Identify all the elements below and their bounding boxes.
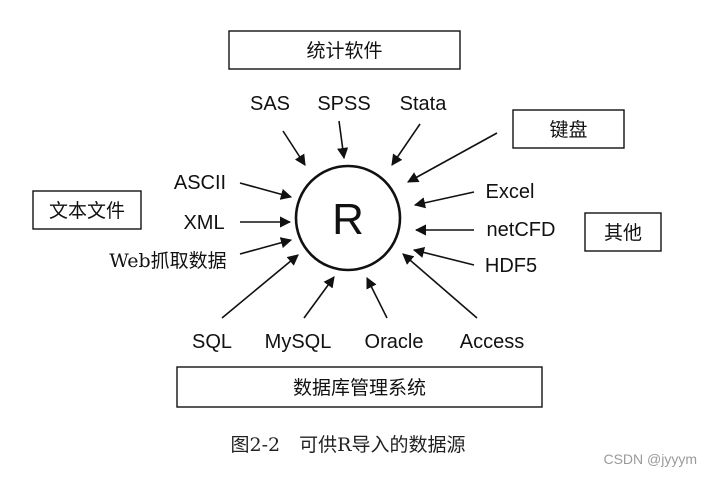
box-dbms-label: 数据库管理系统 xyxy=(293,377,426,399)
box-other: 其他 xyxy=(584,212,662,252)
source-oracle: Oracle xyxy=(365,331,424,353)
source-ascii: ASCII xyxy=(174,172,226,194)
box-keyboard-label: 键盘 xyxy=(549,119,587,141)
core-node: R xyxy=(294,164,402,272)
arrow-excel xyxy=(413,191,475,209)
source-sas: SAS xyxy=(250,93,290,115)
arrow-mysql xyxy=(303,276,335,319)
source-xml: XML xyxy=(183,212,224,234)
box-stat-software-label: 统计软件 xyxy=(306,40,382,62)
arrow-access xyxy=(402,253,478,319)
arrow-sas xyxy=(282,130,306,166)
box-text-files: 文本文件 xyxy=(32,190,142,230)
figure-caption: 图2-2 可供R导入的数据源 xyxy=(231,434,466,456)
source-web-scraping: Web抓取数据 xyxy=(109,250,226,272)
core-node-label: R xyxy=(332,195,364,244)
source-stata: Stata xyxy=(400,93,448,115)
source-spss: SPSS xyxy=(317,93,370,115)
watermark: CSDN @jyyym xyxy=(603,451,697,467)
source-netcfd: netCFD xyxy=(487,219,556,241)
box-stat-software: 统计软件 xyxy=(228,30,461,70)
arrow-web-scraping xyxy=(239,237,293,255)
box-text-files-label: 文本文件 xyxy=(49,200,125,222)
arrow-spss xyxy=(337,120,349,160)
source-mysql: MySQL xyxy=(265,331,332,353)
arrow-ascii xyxy=(239,182,293,200)
arrow-hdf5 xyxy=(412,247,475,266)
arrow-sql xyxy=(221,254,299,319)
source-hdf5: HDF5 xyxy=(485,255,537,277)
source-access: Access xyxy=(460,331,524,353)
source-excel: Excel xyxy=(486,181,535,203)
arrow-oracle xyxy=(366,276,388,319)
arrow-keyboard xyxy=(407,132,498,183)
source-sql: SQL xyxy=(192,331,232,353)
arrow-stata xyxy=(391,123,421,166)
box-keyboard: 键盘 xyxy=(512,109,625,149)
box-other-label: 其他 xyxy=(604,222,642,244)
box-dbms: 数据库管理系统 xyxy=(176,366,543,408)
